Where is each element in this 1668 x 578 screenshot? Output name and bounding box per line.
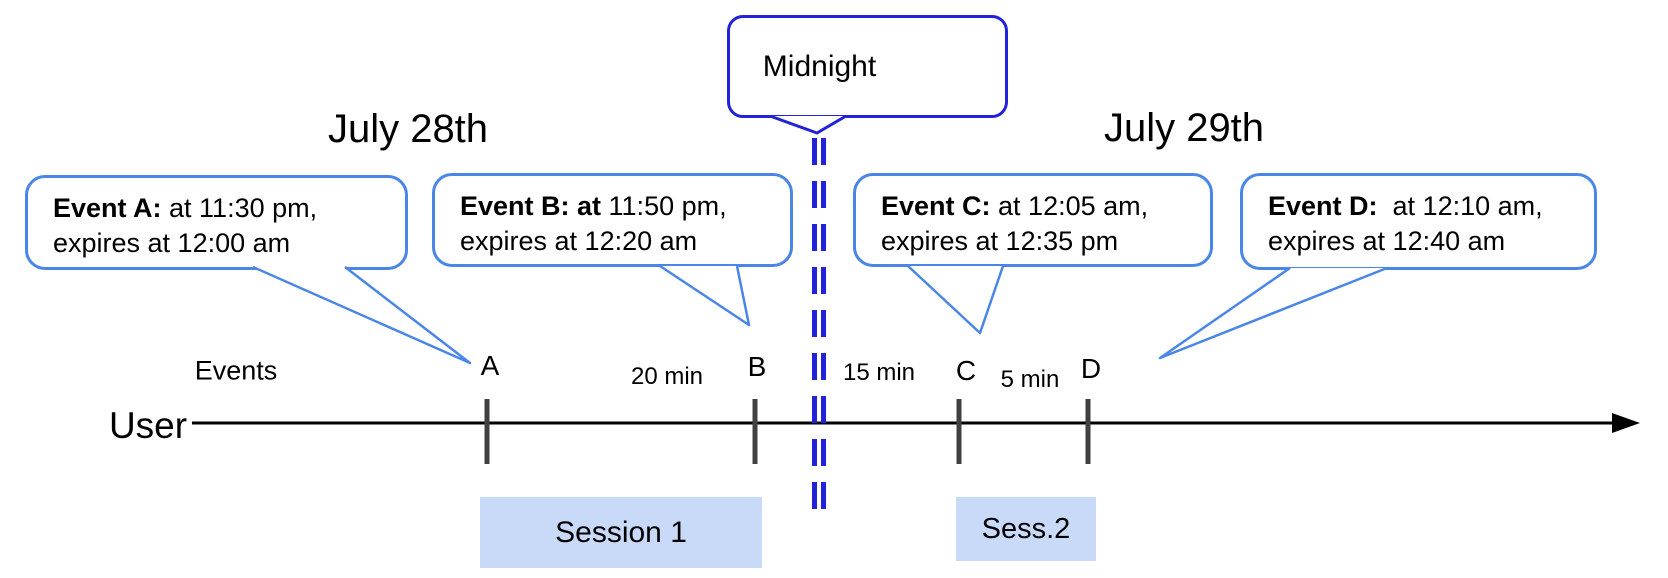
event-a-line2: expires at 12:00 am (53, 228, 291, 258)
tick-label-c: C (955, 355, 977, 386)
event-c-callout: Event C: at 12:05 am, expires at 12:35 p… (853, 173, 1213, 267)
event-d-callout: Event D: at 12:10 am, expires at 12:40 a… (1240, 173, 1597, 270)
session-2-label: Sess.2 (981, 512, 1071, 545)
date-title-july-29: July 29th (1103, 106, 1265, 150)
event-a-line1: Event A: at 11:30 pm, (53, 193, 318, 223)
event-c-line1: Event C: at 12:05 am, (881, 191, 1149, 221)
event-b-callout: Event B: at 11:50 pm, expires at 12:20 a… (432, 173, 793, 267)
event-d-tail-pointer (1158, 266, 1388, 360)
session-1-label: Session 1 (555, 515, 687, 549)
event-d-line1: Event D: at 12:10 am, (1268, 191, 1543, 221)
event-d-line2: expires at 12:40 am (1268, 226, 1506, 256)
timeline-arrowhead-icon (1612, 413, 1640, 433)
session-2-box: Sess.2 (956, 497, 1096, 561)
session-1-box: Session 1 (480, 497, 762, 568)
event-a-callout: Event A: at 11:30 pm, expires at 12:00 a… (25, 175, 408, 270)
event-c-line2: expires at 12:35 pm (881, 226, 1119, 256)
tick-label-b: B (747, 351, 767, 382)
tick-label-d: D (1080, 353, 1102, 384)
midnight-label: Midnight (762, 49, 877, 83)
gap-label-20min: 20 min (630, 363, 704, 390)
event-b-line2: expires at 12:20 am (460, 226, 698, 256)
events-row-label: Events (194, 355, 278, 386)
gap-label-15min: 15 min (842, 359, 916, 386)
event-a-tail-pointer (252, 265, 472, 365)
date-title-july-28: July 28th (327, 107, 489, 151)
user-axis-label: User (108, 405, 188, 446)
tick-label-a: A (480, 350, 500, 381)
event-c-tail-pointer (907, 265, 1005, 335)
gap-label-5min: 5 min (1000, 366, 1060, 393)
event-b-tail-pointer (659, 264, 751, 327)
midnight-tail-pointer (769, 114, 847, 135)
event-b-line1: Event B: at 11:50 pm, (460, 191, 727, 221)
midnight-callout: Midnight (727, 15, 1008, 118)
